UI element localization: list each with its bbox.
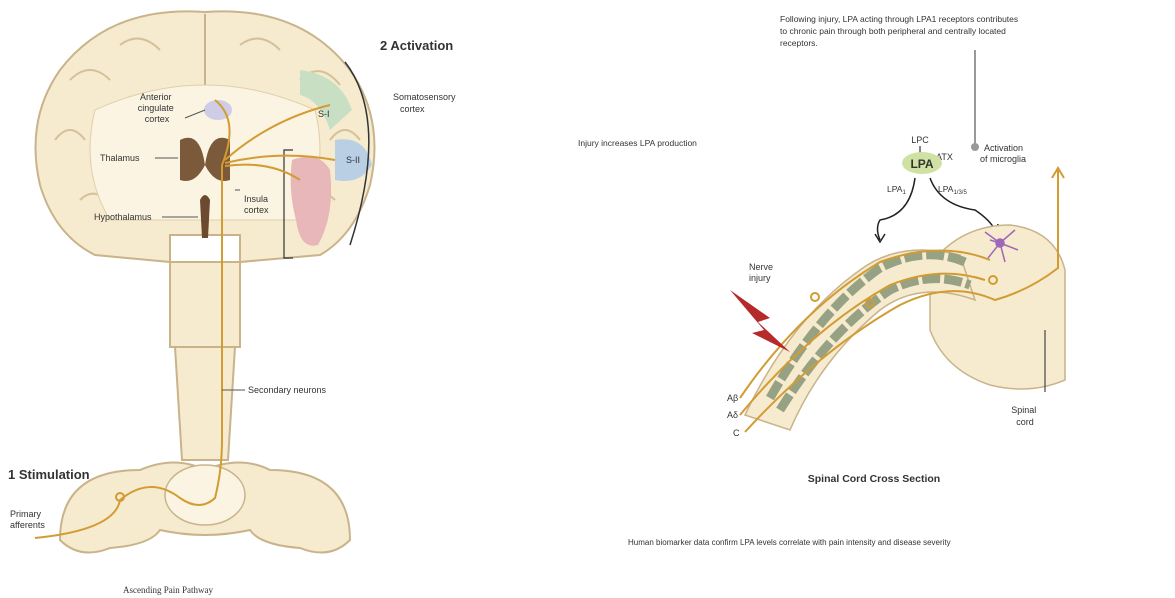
nerve-injury-bolt	[730, 290, 790, 352]
thalamus-label: Thalamus	[100, 153, 140, 163]
nerve-injury-label: Nerve injury	[749, 262, 776, 283]
primary-afferents-label: Primary afferents	[10, 509, 45, 530]
secondary-neurons-label: Secondary neurons	[248, 385, 327, 395]
fiber-c-label: C	[733, 428, 740, 438]
microglia-pointer-dot	[971, 143, 979, 151]
hypothalamus-label: Hypothalamus	[94, 212, 152, 222]
insula-label: Insula cortex	[244, 194, 271, 215]
lpc-label: LPC	[911, 135, 929, 145]
spinal-cord-label: Spinal cord	[1011, 405, 1039, 427]
brainstem	[170, 262, 240, 347]
right-caption: Spinal Cord Cross Section	[808, 473, 940, 485]
fiber-adelta-label: Aδ	[727, 410, 738, 420]
step1-label: 1 Stimulation	[8, 467, 90, 482]
step2-label: 2 Activation	[380, 38, 453, 53]
top-note: Following injury, LPA acting through LPA…	[780, 14, 1021, 48]
lpa3-label: LPA1/3/5	[938, 184, 967, 196]
spinal-column-upper	[175, 347, 235, 460]
microglia-label: Activation of microglia	[980, 143, 1026, 164]
injury-note: Injury increases LPA production	[578, 138, 697, 148]
fiber-abeta-label: Aβ	[727, 393, 738, 403]
somatosensory-label: Somatosensory cortex	[393, 92, 458, 114]
lpa1-label: LPA1	[887, 184, 906, 196]
bottom-note: Human biomarker data confirm LPA levels …	[628, 538, 951, 547]
left-caption: Ascending Pain Pathway	[123, 585, 213, 595]
s1-label: S-I	[318, 109, 330, 119]
lpa-label: LPA	[910, 157, 933, 171]
s2-label: S-II	[346, 155, 360, 165]
spinal-cross-section-left	[60, 463, 350, 553]
